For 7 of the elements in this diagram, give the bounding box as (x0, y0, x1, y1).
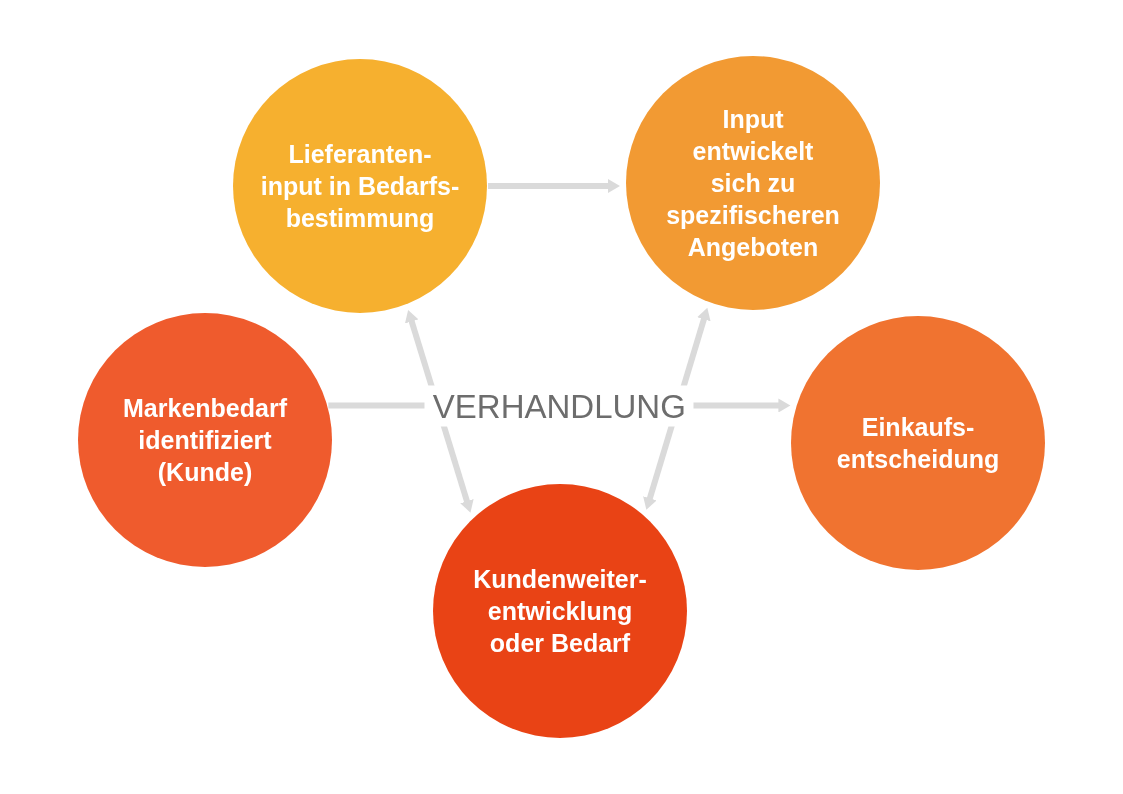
step-text: Kundenweiter- entwicklung oder Bedarf (472, 564, 648, 659)
step-text: Einkaufs- entscheidung (835, 412, 1001, 475)
step-text: Markenbedarf identifiziert (Kunde) (122, 393, 288, 488)
edge-label: VERHANDLUNG (424, 385, 694, 426)
step-text: Lieferanten- input in Bedarfs- bestimmung (259, 139, 461, 234)
step-text: Input entwickelt sich zu spezifischeren Angeboten (665, 104, 841, 263)
arrow (488, 179, 620, 193)
